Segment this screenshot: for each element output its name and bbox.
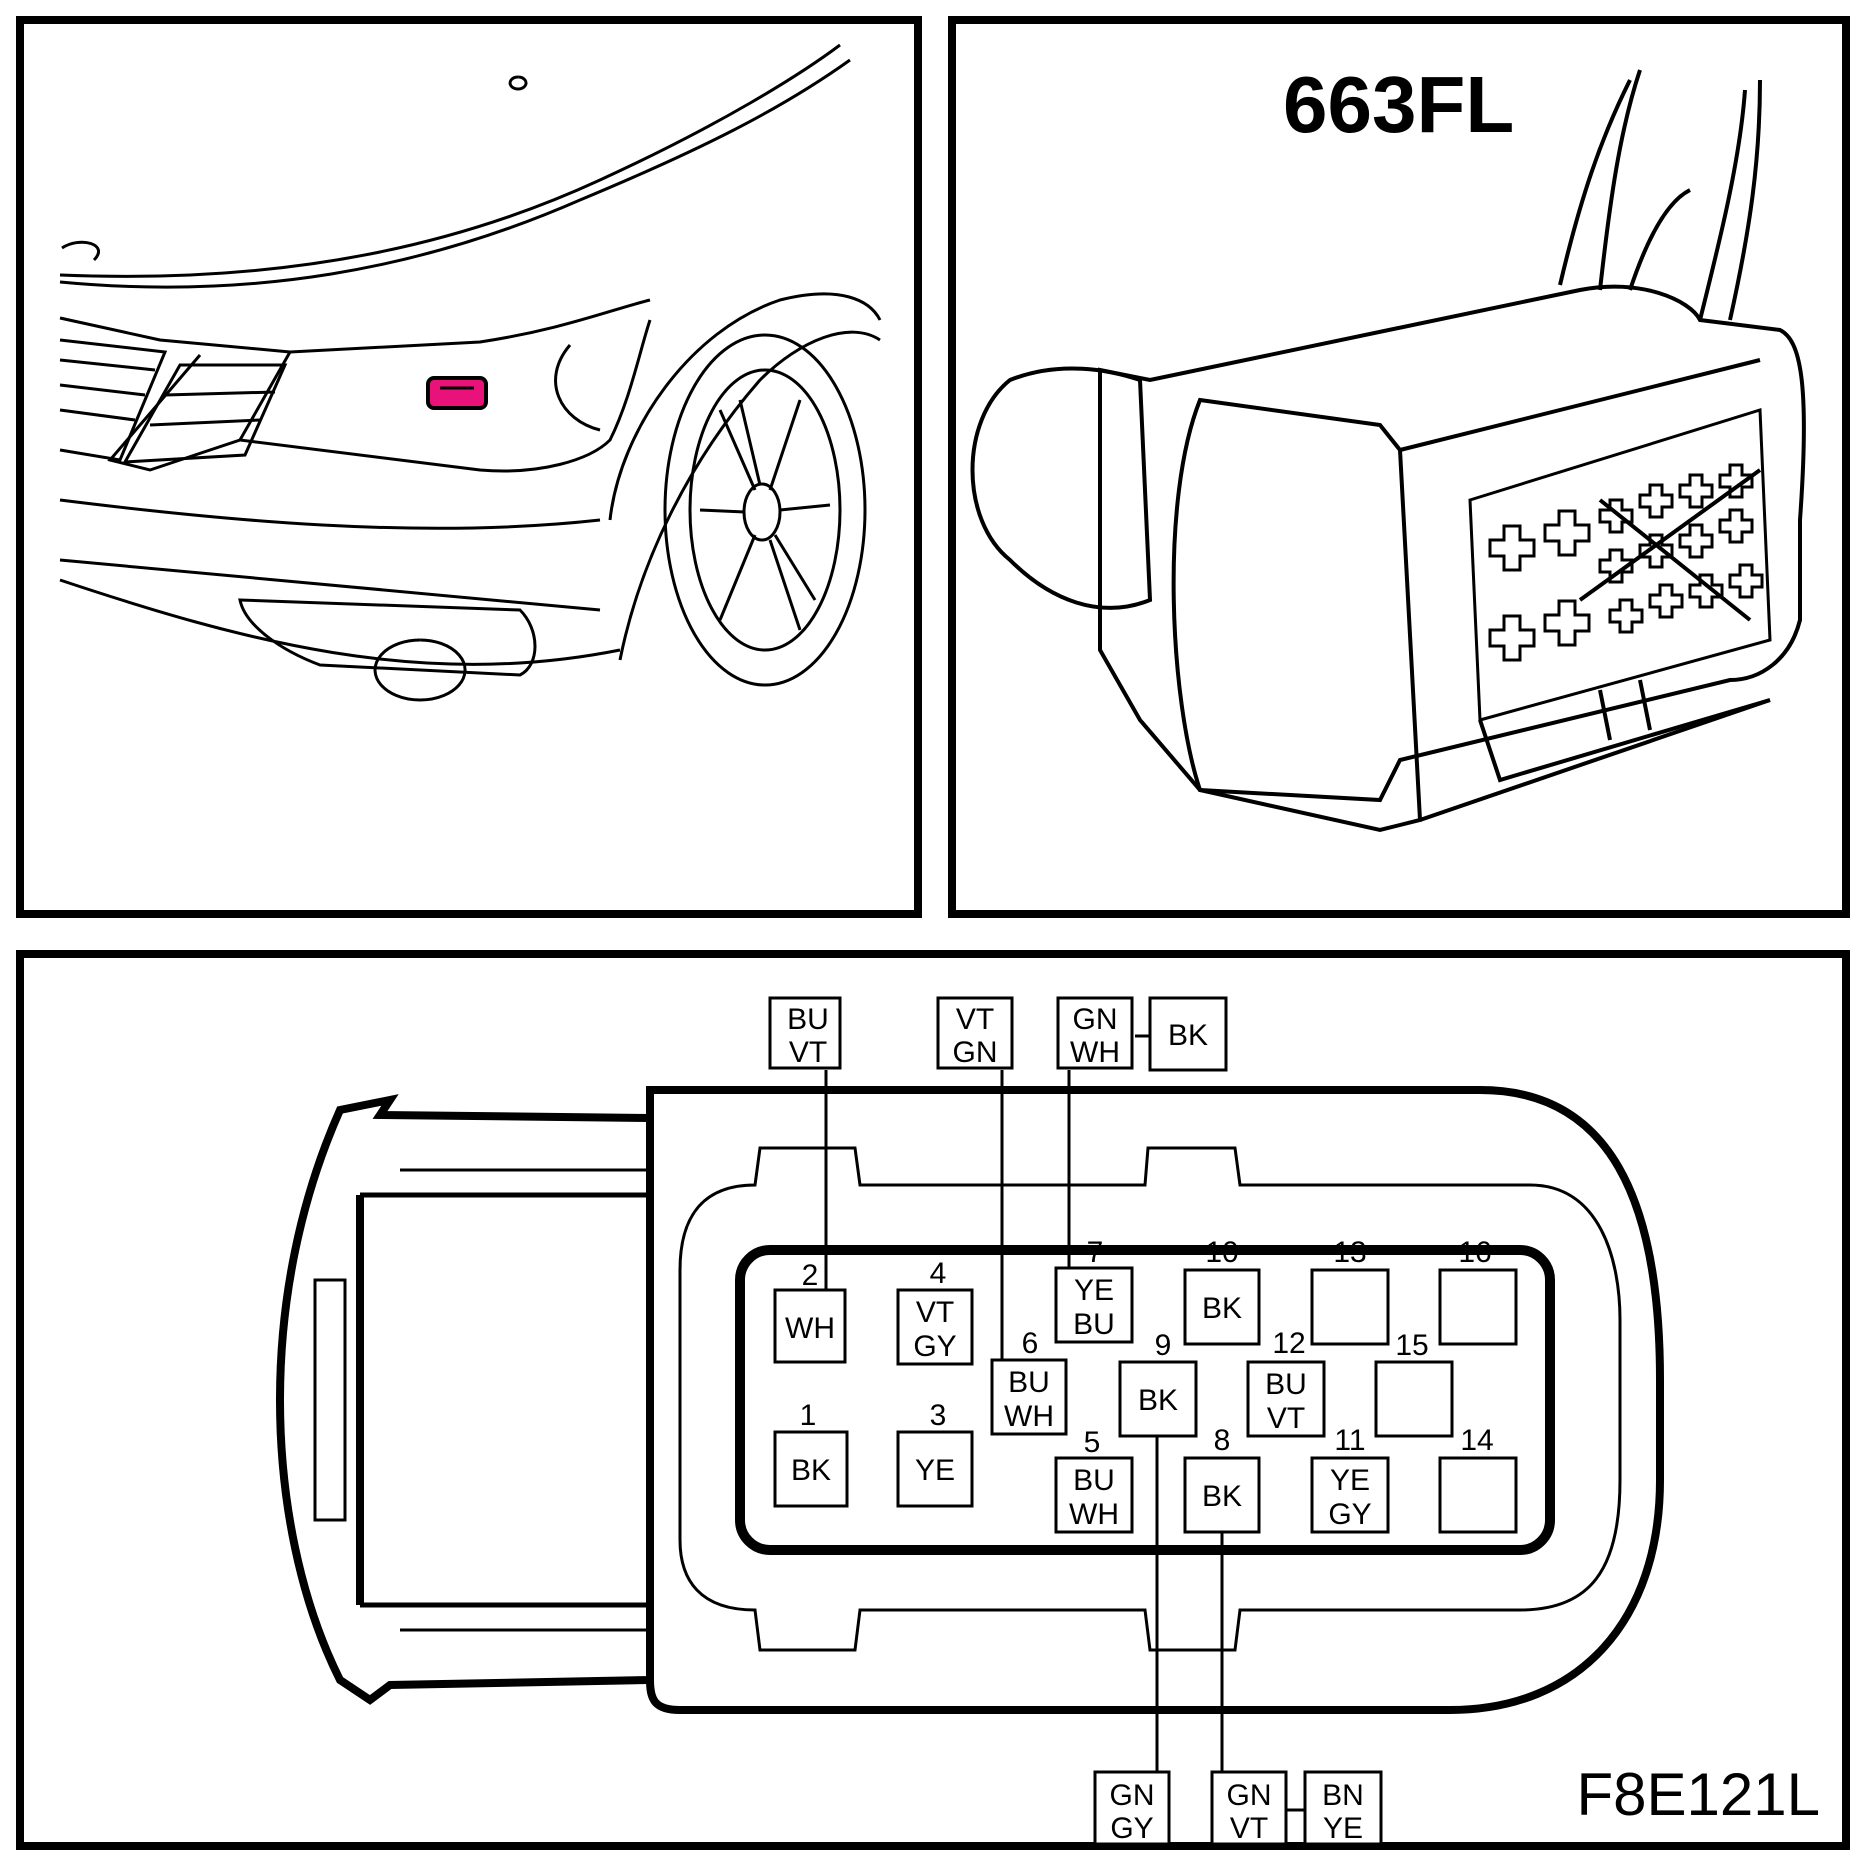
ext-wire-pin2-line2: VT (789, 1036, 827, 1069)
pin-10-cavity (1183, 1268, 1261, 1346)
pin-5-cavity (1054, 1456, 1134, 1534)
panel-pinout: BU VT VT GN GN WH BK GN GY GN VT BN YE (16, 950, 1850, 1850)
ext-wire-pin8-splice-line2: YE (1323, 1812, 1363, 1845)
pin-4-cavity (896, 1288, 974, 1366)
pin-number: 13 (1333, 1236, 1366, 1269)
pin-3-cavity (896, 1430, 974, 1508)
pin-12-cavity (1246, 1360, 1326, 1438)
ext-wire-pin7-line2: WH (1070, 1036, 1120, 1069)
pin-11-wire-2: GY (1328, 1498, 1371, 1531)
connector-id-label: 663FL (1283, 60, 1514, 149)
pin-9-cavity (1118, 1360, 1198, 1438)
pin-12-wire-1: BU (1265, 1368, 1307, 1401)
pin-2-wire: WH (785, 1312, 835, 1345)
connector-housing (275, 1086, 1664, 1714)
pin-6-cavity (990, 1358, 1068, 1436)
pin-1-cavity (773, 1430, 849, 1508)
pin-7-wire-2: BU (1073, 1308, 1115, 1341)
ext-wire-pin9-line2: GY (1110, 1812, 1153, 1845)
pin-number: 1 (800, 1399, 817, 1432)
ext-wire-pin7-splice: BK (1168, 1019, 1208, 1052)
pin-16-cavity (1438, 1268, 1518, 1346)
pin-number: 5 (1084, 1426, 1101, 1459)
ext-wire-pin8-line1: GN (1227, 1779, 1272, 1812)
panel-connector-view: 663FL (948, 16, 1850, 918)
pin-1-wire: BK (791, 1454, 831, 1487)
ext-wire-pin6-line1: VT (956, 1003, 994, 1036)
panel-vehicle-location (16, 16, 922, 918)
pin-number: 14 (1460, 1424, 1493, 1457)
pin-number: 4 (930, 1257, 947, 1290)
pin-number: 2 (802, 1259, 819, 1292)
pin-number: 9 (1155, 1329, 1172, 1362)
connector-location-marker (426, 376, 488, 410)
cavity-pattern (1488, 463, 1764, 662)
figure-code: F8E121L (1576, 1761, 1820, 1828)
pin-7-cavity (1054, 1266, 1134, 1344)
ext-wire-pin7-line1: GN (1073, 1003, 1118, 1036)
pin-13-cavity (1310, 1268, 1390, 1346)
pin-9-wire: BK (1138, 1384, 1178, 1417)
pin-number: 10 (1205, 1236, 1238, 1269)
pin-number: 16 (1458, 1236, 1491, 1269)
pin-11-cavity (1310, 1456, 1390, 1534)
pin-number: 6 (1022, 1327, 1039, 1360)
pin-7-wire-1: YE (1074, 1274, 1114, 1307)
pin-8-wire: BK (1202, 1480, 1242, 1513)
ext-wire-pin9-line1: GN (1110, 1779, 1155, 1812)
pin-12-wire-2: VT (1267, 1402, 1305, 1435)
pin-number: 15 (1395, 1329, 1428, 1362)
pin-5-wire-1: BU (1073, 1464, 1115, 1497)
pin-15-cavity (1374, 1360, 1454, 1438)
pin-number: 8 (1214, 1424, 1231, 1457)
pin-number: 3 (930, 1399, 947, 1432)
pin-4-wire-1: VT (916, 1296, 954, 1329)
pin-14-cavity (1438, 1456, 1518, 1534)
pin-6-wire-2: WH (1004, 1400, 1054, 1433)
pin-11-wire-1: YE (1330, 1464, 1370, 1497)
ext-wire-pin2-line1: BU (787, 1003, 829, 1036)
pin-6-wire-1: BU (1008, 1366, 1050, 1399)
ext-wire-pin8-splice-line1: BN (1322, 1779, 1364, 1812)
pin-number: 11 (1334, 1424, 1365, 1457)
ext-wire-pin8-line2: VT (1230, 1812, 1268, 1845)
pin-10-wire: BK (1202, 1292, 1242, 1325)
pin-4-wire-2: GY (913, 1330, 956, 1363)
ext-wire-pin6-line2: GN (953, 1036, 998, 1069)
pin-number: 7 (1087, 1236, 1104, 1269)
pin-8-cavity (1183, 1456, 1261, 1534)
pin-number: 12 (1272, 1327, 1305, 1360)
pin-3-wire: YE (915, 1454, 955, 1487)
pin-2-cavity (773, 1288, 847, 1364)
pin-5-wire-2: WH (1069, 1498, 1119, 1531)
